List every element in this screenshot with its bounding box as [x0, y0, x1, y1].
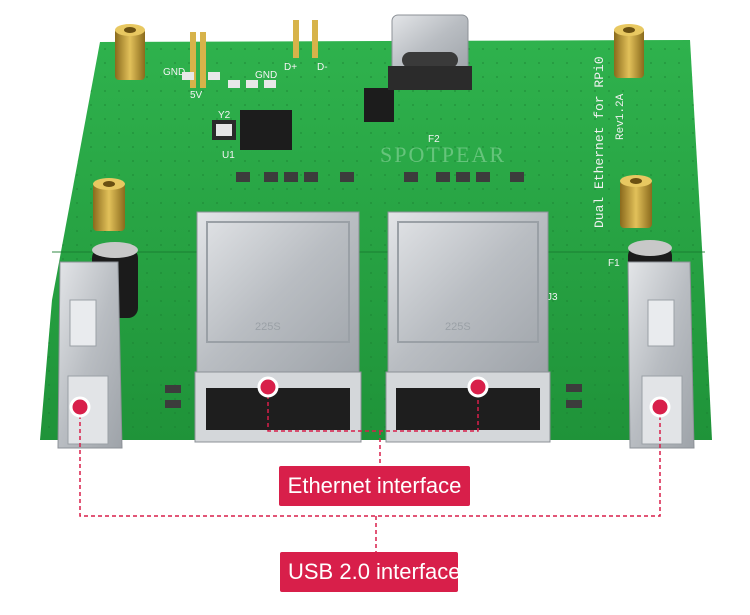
callout-markers: [69, 376, 671, 418]
jack-mark-right: 225S: [445, 321, 471, 333]
product-name-text: Dual Ethernet for RPi0: [592, 56, 607, 228]
usb-interface-label: USB 2.0 interface: [280, 552, 460, 592]
usb-a-port-icon: [57, 261, 123, 449]
label-u1: U1: [222, 150, 235, 161]
label-j3: J3: [547, 292, 558, 303]
header-pins: [190, 20, 318, 88]
revision-text: Rev1.2A: [615, 93, 627, 140]
usb-callout-lines: [79, 408, 661, 552]
rj45-jack-icon: 225S: [194, 211, 362, 443]
label-gnd-mid: GND: [255, 70, 277, 81]
standoff-top-right: [614, 24, 644, 78]
usb-c-port-icon: [388, 14, 472, 90]
ethernet-marker-left: [257, 376, 279, 398]
rj45-jack-icon: 225S: [385, 211, 551, 443]
watermark-text: SPOTPEAR: [380, 142, 506, 167]
standoff-mid-left: [93, 178, 125, 231]
ethernet-interface-label: Ethernet interface: [279, 466, 470, 506]
label-d-minus: D-: [317, 62, 328, 73]
standoff-top-left: [115, 24, 145, 80]
label-y2: Y2: [218, 110, 231, 121]
usb-marker-right: [649, 396, 671, 418]
label-f2: F2: [428, 134, 440, 145]
label-f1: F1: [608, 258, 620, 269]
jack-mark-left: 225S: [255, 321, 281, 333]
standoff-mid-right: [620, 175, 652, 228]
usb-marker-left: [69, 396, 91, 418]
label-d-plus: D+: [284, 62, 297, 73]
usb-a-port-icon: [627, 261, 695, 449]
label-5v: 5V: [190, 90, 203, 101]
smd-components: [165, 72, 582, 408]
ethernet-marker-right: [467, 376, 489, 398]
ethernet-callout-lines: [267, 388, 479, 466]
label-gnd-left: GND: [163, 67, 185, 78]
